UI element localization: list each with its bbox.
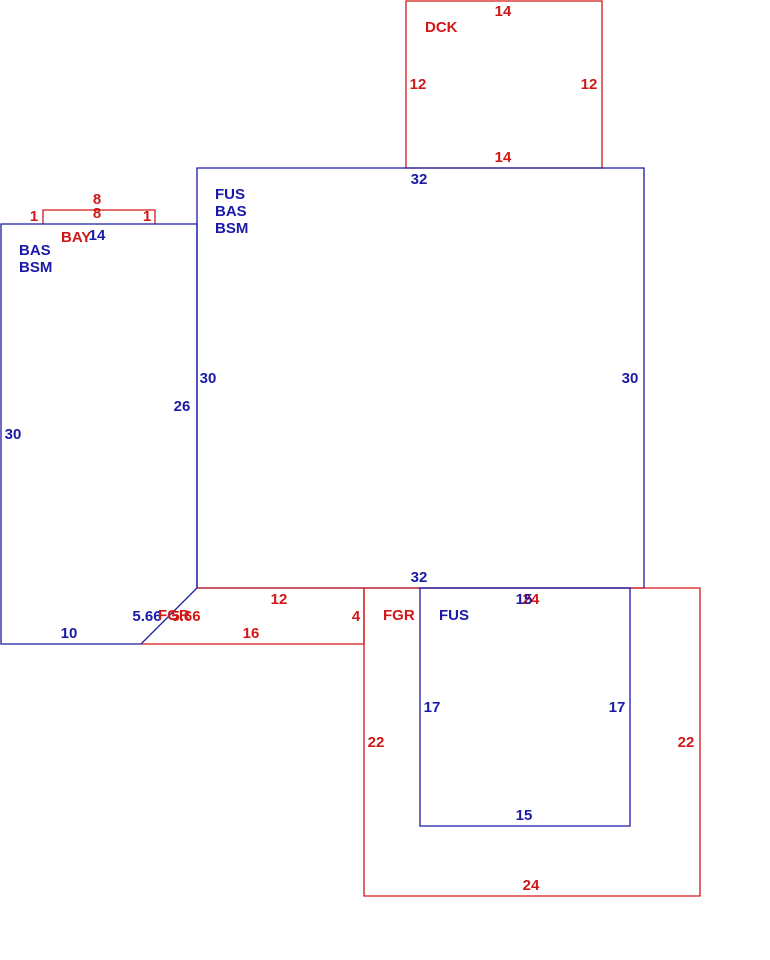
area-garage-upper: FUS 15 17 17 15 <box>419 587 631 827</box>
bay-dim-top: 8 <box>93 191 101 208</box>
deck-dim-left: 12 <box>410 76 427 93</box>
left-wing-code-2: BSM <box>19 259 52 276</box>
garage-large-dim-bottom: 24 <box>523 877 540 894</box>
left-wing-dim-top: 14 <box>89 227 106 244</box>
garage-small-dim-bottom: 16 <box>243 625 260 642</box>
area-left-wing: BAS BSM 14 30 26 10 5.66 <box>0 223 198 645</box>
area-garage-small: FGR 12 16 4 5.66 <box>141 587 365 645</box>
garage-large-dim-top: 24 <box>523 591 540 608</box>
bay-outline <box>42 209 156 224</box>
main-house-code-1: FUS <box>215 186 245 203</box>
bay-label: BAY <box>61 229 91 246</box>
left-wing-dim-bottom: 10 <box>61 625 78 642</box>
garage-large-dim-right: 22 <box>678 734 695 751</box>
area-bay: BAY 8 8 1 1 <box>30 191 156 246</box>
deck-dim-right: 12 <box>581 76 598 93</box>
left-wing-outline <box>0 223 198 645</box>
garage-small-dim-diagonal: 5.66 <box>171 608 200 625</box>
main-house-code-2: BAS <box>215 203 247 220</box>
garage-upper-outline <box>419 587 631 827</box>
area-garage-large: FGR 24 22 22 24 <box>363 587 701 897</box>
garage-upper-dim-right: 17 <box>609 699 626 716</box>
main-house-dim-top: 32 <box>411 171 428 188</box>
left-wing-dim-right: 26 <box>174 398 191 415</box>
area-main-house: FUS BAS BSM 32 30 30 32 <box>196 167 645 589</box>
main-house-code-3: BSM <box>215 220 248 237</box>
bay-dim-inner: 8 <box>93 205 101 222</box>
main-house-dim-bottom: 32 <box>411 569 428 586</box>
left-wing-dim-diagonal: 5.66 <box>132 608 161 625</box>
deck-dim-top: 14 <box>495 3 512 20</box>
area-deck: DCK 14 12 12 14 <box>405 0 603 169</box>
main-house-dim-left: 30 <box>200 370 217 387</box>
garage-large-dim-left: 22 <box>368 734 385 751</box>
bay-dim-left: 1 <box>30 208 38 225</box>
garage-upper-label: FUS <box>439 607 469 624</box>
garage-large-label: FGR <box>383 607 415 624</box>
garage-small-dim-top: 12 <box>271 591 288 608</box>
bay-dim-right: 1 <box>143 208 151 225</box>
deck-dim-bottom: 14 <box>495 149 512 166</box>
garage-upper-dim-bottom: 15 <box>516 807 533 824</box>
garage-upper-dim-top: 15 <box>516 591 533 608</box>
main-house-dim-right: 30 <box>622 370 639 387</box>
garage-small-label: FGR <box>158 607 190 624</box>
left-wing-code-1: BAS <box>19 242 51 259</box>
garage-small-dim-right: 4 <box>352 608 361 625</box>
deck-label: DCK <box>425 19 458 36</box>
main-house-outline <box>196 167 645 589</box>
garage-upper-dim-left: 17 <box>424 699 441 716</box>
garage-large-outline <box>363 587 701 897</box>
left-wing-dim-left: 30 <box>5 426 22 443</box>
